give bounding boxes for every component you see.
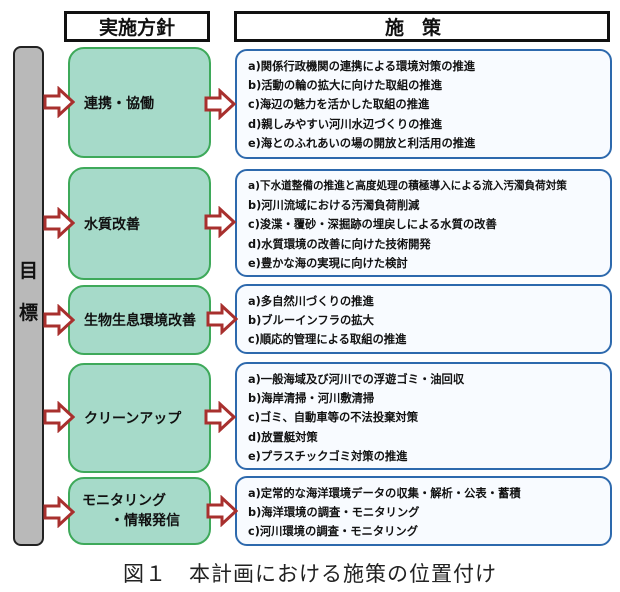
- measure-item: c)海辺の魅力を活かした取組の推進: [248, 98, 430, 112]
- policy-label-line-1: モニタリング: [82, 493, 166, 509]
- goal-bar: 目 標: [13, 46, 44, 546]
- measure-item: b)海岸清掃・河川敷清掃: [248, 392, 375, 406]
- measure-item: e)プラスチックゴミ対策の推進: [248, 449, 408, 463]
- measures-box-water-quality: a)下水道整備の推進と高度処理の積極導入による流入汚濁負荷対策 b)河川流域にお…: [235, 169, 612, 277]
- policy-column-header: 実施方針: [64, 11, 210, 42]
- measure-item: c)ゴミ、自動車等の不法投棄対策: [248, 411, 419, 425]
- measure-item: a)定常的な海洋環境データの収集・解析・公表・蓄積: [248, 487, 521, 500]
- policy-box-habitat: 生物生息環境改善: [68, 285, 211, 355]
- measures-column-header: 施策: [234, 11, 610, 42]
- arrow-right-icon: [43, 401, 75, 433]
- measure-item: d)水質環境の改善に向けた技術開発: [248, 237, 431, 251]
- measures-box-habitat: a)多自然川づくりの推進 b)ブルーインフラの拡大 c)順応的管理による取組の推…: [235, 284, 612, 354]
- arrow-right-icon: [43, 86, 75, 118]
- measure-item: c)浚渫・覆砂・深掘跡の埋戻しによる水質の改善: [248, 218, 497, 232]
- measure-item: e)豊かな海の実現に向けた検討: [248, 256, 408, 270]
- measure-item: d)放置艇対策: [248, 430, 318, 444]
- policy-label: 水質改善: [84, 216, 140, 233]
- measures-box-cleanup: a)一般海域及び河川での浮遊ゴミ・油回収 b)海岸清掃・河川敷清掃 c)ゴミ、自…: [235, 362, 612, 470]
- measure-item: d)親しみやすい河川水辺づくりの推進: [248, 117, 443, 131]
- measures-box-monitoring: a)定常的な海洋環境データの収集・解析・公表・蓄積 b)海洋環境の調査・モニタリ…: [235, 476, 612, 546]
- arrow-right-icon: [206, 495, 238, 527]
- measure-item: b)海洋環境の調査・モニタリング: [248, 506, 420, 520]
- policy-label: クリーンアップ: [84, 411, 182, 427]
- goal-label-char-2: 標: [18, 302, 38, 324]
- measure-item: a)一般海域及び河川での浮遊ゴミ・油回収: [248, 373, 465, 386]
- arrow-right-icon: [206, 303, 238, 335]
- arrow-right-icon: [43, 207, 75, 239]
- arrow-right-icon: [43, 304, 75, 336]
- policy-box-collaboration: 連携・協働: [68, 47, 211, 158]
- goal-label-char-1: 目: [18, 260, 38, 282]
- measure-item: a)関係行政機関の連携による環境対策の推進: [248, 60, 476, 73]
- figure-caption: 図１ 本計画における施策の位置付け: [123, 562, 497, 586]
- measure-item: b)ブルーインフラの拡大: [248, 314, 374, 328]
- policy-label: 生物生息環境改善: [84, 313, 196, 329]
- arrow-right-icon: [204, 206, 236, 238]
- policy-label: 連携・協働: [84, 95, 154, 112]
- policy-box-monitoring: モニタリング ・情報発信: [68, 477, 211, 545]
- arrow-right-icon: [204, 401, 236, 433]
- measure-item: b)活動の輪の拡大に向けた取組の推進: [248, 79, 443, 93]
- measures-box-collaboration: a)関係行政機関の連携による環境対策の推進 b)活動の輪の拡大に向けた取組の推進…: [235, 49, 612, 159]
- measure-item: b)河川流域における汚濁負荷削減: [248, 199, 420, 213]
- arrow-right-icon: [204, 88, 236, 120]
- policy-label-line-2: ・情報発信: [110, 513, 180, 529]
- measure-item: e)海とのふれあいの場の開放と利活用の推進: [248, 136, 476, 150]
- measure-item: a)下水道整備の推進と高度処理の積極導入による流入汚濁負荷対策: [248, 180, 567, 192]
- arrow-right-icon: [43, 496, 75, 528]
- measure-item: c)河川環境の調査・モニタリング: [248, 525, 419, 539]
- policy-box-cleanup: クリーンアップ: [68, 363, 211, 473]
- measure-item: a)多自然川づくりの推進: [248, 295, 374, 308]
- policy-box-water-quality: 水質改善: [68, 167, 211, 280]
- measure-item: c)順応的管理による取組の推進: [248, 333, 407, 347]
